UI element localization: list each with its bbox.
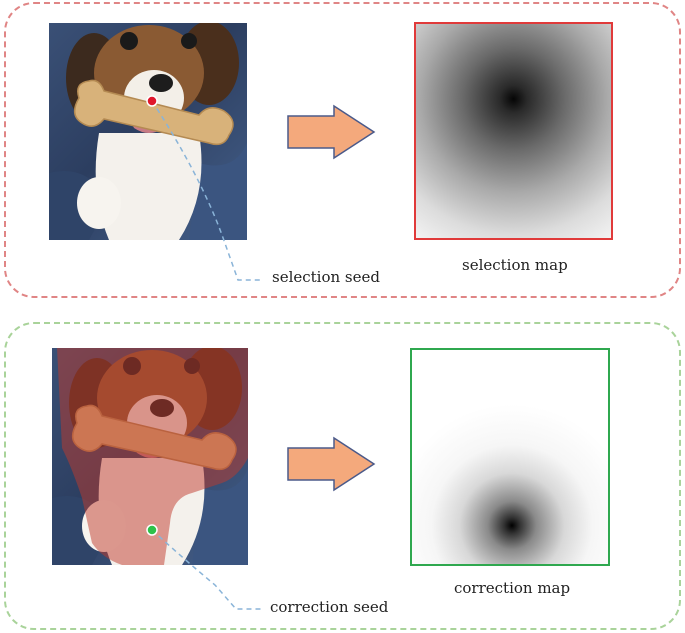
puppy-illustration <box>49 23 247 240</box>
right-arrow-icon <box>286 436 376 492</box>
puppy-illustration-masked <box>52 348 248 565</box>
selection-map-label: selection map <box>462 256 568 274</box>
correction-map-label: correction map <box>454 579 570 597</box>
selection-seed-label: selection seed <box>272 268 380 286</box>
input-photo-selection <box>49 23 247 240</box>
right-arrow-icon <box>286 104 376 160</box>
correction-seed-label: correction seed <box>270 598 388 616</box>
input-photo-correction <box>52 348 248 565</box>
selection-map-image <box>414 22 613 240</box>
correction-map-image <box>410 348 610 566</box>
